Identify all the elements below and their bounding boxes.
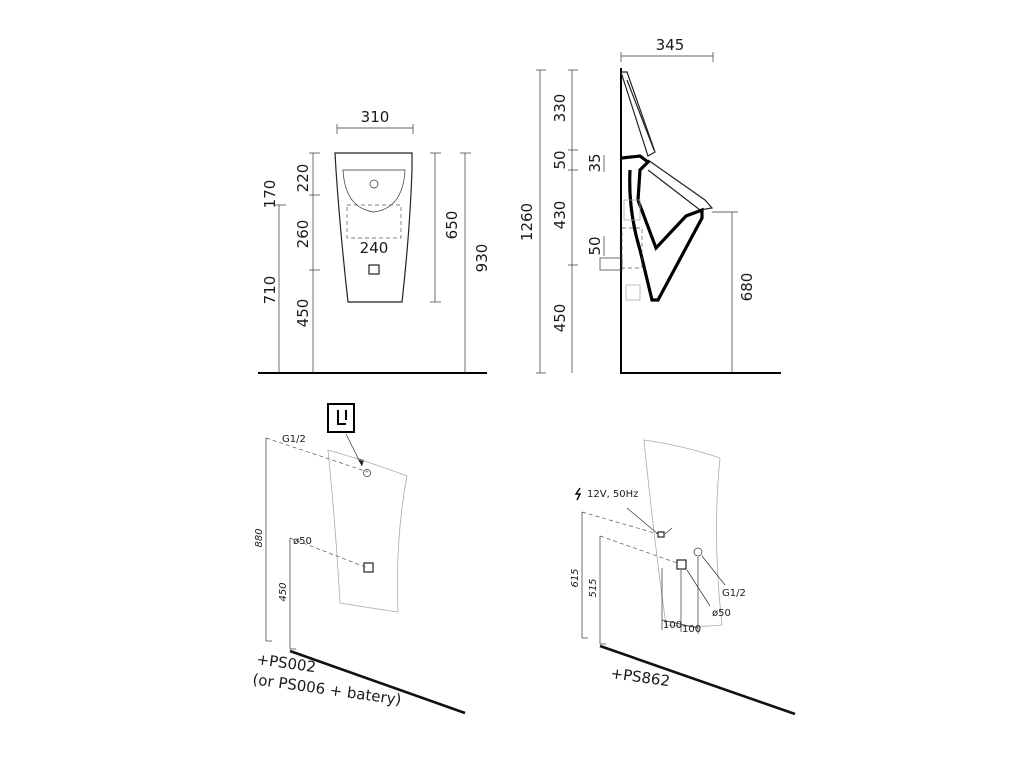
urinal-ghost-outline bbox=[327, 449, 408, 613]
hidden-frame-outline bbox=[346, 204, 402, 239]
urinal-side-body bbox=[621, 154, 704, 302]
lid-outline bbox=[620, 71, 656, 157]
flap-outline bbox=[647, 159, 714, 211]
urinal-front-outline bbox=[334, 152, 413, 303]
dim-50-bottom: 50 bbox=[586, 236, 604, 255]
power-icon bbox=[574, 487, 582, 501]
outlet-icon bbox=[676, 559, 687, 570]
o50-label: ø50 bbox=[293, 536, 312, 547]
drain-pipe bbox=[599, 257, 623, 271]
dim-260: 260 bbox=[294, 220, 312, 249]
dim-450-side: 450 bbox=[551, 304, 569, 333]
side-view: 345 1260 330 50 430 450 35 50 680 bbox=[518, 36, 781, 374]
floor-line bbox=[289, 649, 466, 715]
width-100b: 100 bbox=[682, 624, 701, 635]
inlet-icon bbox=[693, 547, 703, 557]
height-615: 615 bbox=[570, 568, 581, 587]
dim-220: 220 bbox=[294, 164, 312, 193]
dim-330: 330 bbox=[551, 94, 569, 123]
dim-450: 450 bbox=[294, 299, 312, 328]
width-label: 310 bbox=[361, 108, 390, 126]
g12-label: G1/2 bbox=[722, 588, 746, 599]
g12-label: G1/2 bbox=[282, 434, 306, 445]
urinal-bowl bbox=[342, 169, 406, 213]
inner-width-label: 240 bbox=[360, 239, 389, 257]
install-right-view: 12V, 50Hz G1/2 ø50 100 100 615 515 +PS86… bbox=[570, 439, 796, 716]
install-left-view: G1/2 ø50 880 450 +PS002 (or PS006 + bate… bbox=[251, 403, 466, 715]
floor-line bbox=[599, 644, 796, 716]
product-alt-label: (or PS006 + batery) bbox=[251, 670, 402, 709]
outlet-icon bbox=[368, 264, 380, 275]
dim-35: 35 bbox=[586, 153, 604, 172]
dim-170: 170 bbox=[261, 180, 279, 209]
depth-label: 345 bbox=[656, 36, 685, 54]
dim-430: 430 bbox=[551, 201, 569, 230]
dim-930: 930 bbox=[473, 244, 491, 273]
outlet-icon bbox=[363, 562, 374, 573]
urinal-ghost-outline bbox=[643, 439, 723, 627]
dim-680: 680 bbox=[738, 273, 756, 302]
dim-1260: 1260 bbox=[518, 203, 536, 241]
height-515: 515 bbox=[588, 578, 599, 597]
manual-flush-icon bbox=[327, 403, 355, 433]
width-100a: 100 bbox=[663, 620, 682, 631]
dim-650: 650 bbox=[443, 211, 461, 240]
power-label: 12V, 50Hz bbox=[587, 489, 638, 500]
dim-50-top: 50 bbox=[551, 150, 569, 169]
inlet-icon bbox=[363, 469, 371, 477]
front-view: 310 240 170 710 220 260 450 650 930 bbox=[258, 108, 491, 374]
inlet-icon bbox=[369, 179, 379, 189]
dim-710: 710 bbox=[261, 276, 279, 305]
o50-label: ø50 bbox=[712, 608, 731, 619]
height-880: 880 bbox=[254, 528, 265, 547]
height-450: 450 bbox=[278, 582, 289, 601]
sensor-connector-icon bbox=[657, 531, 665, 538]
